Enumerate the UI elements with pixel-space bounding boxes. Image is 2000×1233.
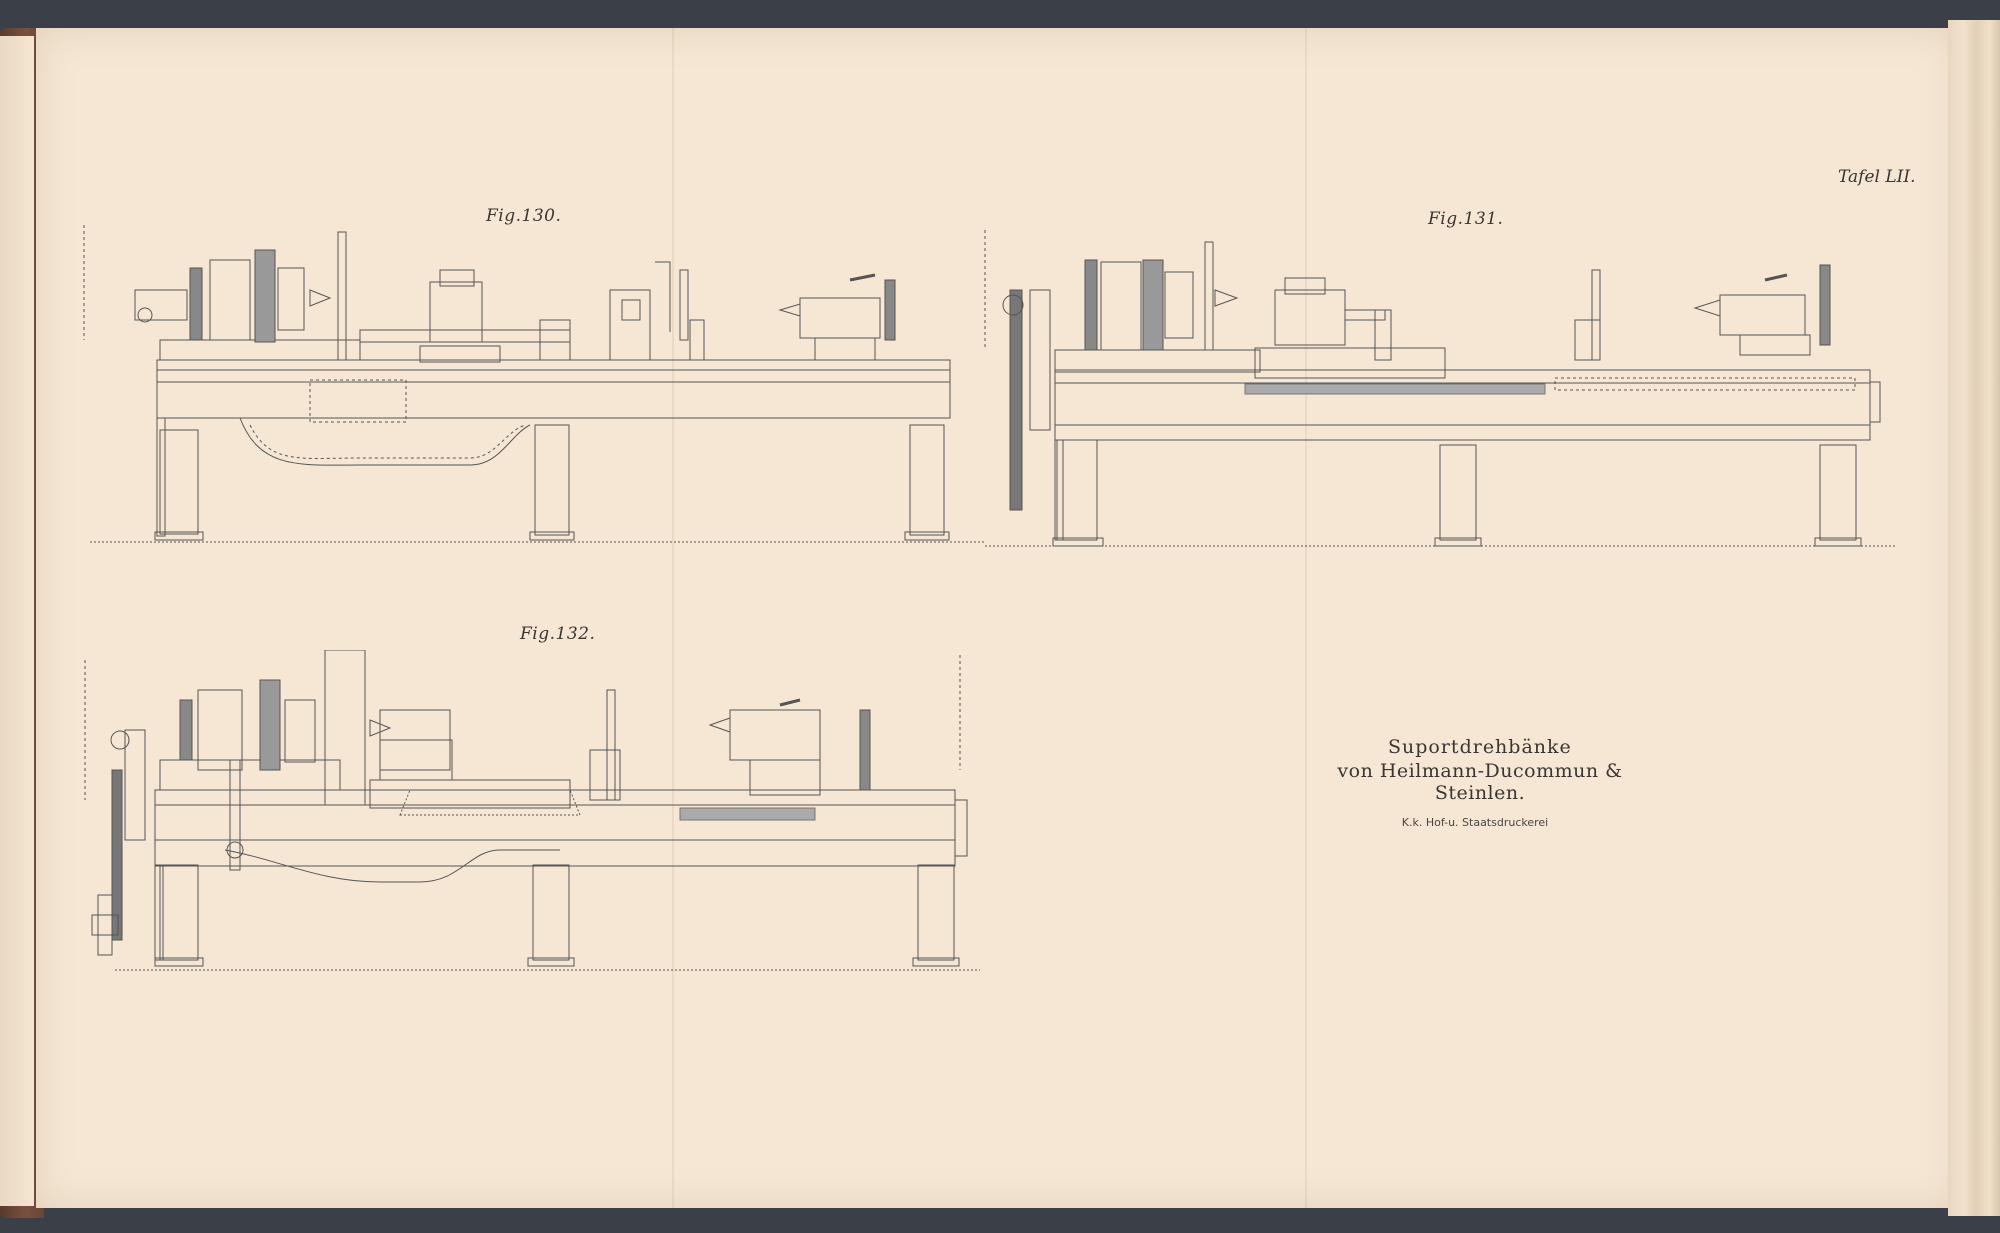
fig-132-lathe-drawing xyxy=(80,650,985,980)
fig-131-caption: Fig.131. xyxy=(1428,209,1504,229)
fig-130-lathe-drawing xyxy=(60,220,990,550)
fig-132-caption: Fig.132. xyxy=(520,624,596,644)
plate-page xyxy=(36,28,1960,1208)
page-fold xyxy=(672,28,674,1208)
page-fold xyxy=(1305,28,1307,1208)
fig-130-caption: Fig.130. xyxy=(486,206,562,226)
plate-number: Tafel LII. xyxy=(1838,167,1916,187)
plate-title: Suportdrehbänke xyxy=(1388,736,1572,758)
printer-credit: K.k. Hof-u. Staatsdruckerei xyxy=(1401,816,1549,829)
right-page-stack xyxy=(1948,20,2000,1216)
plate-subtitle: von Heilmann-Ducommun & Steinlen. xyxy=(1337,760,1623,804)
fig-131-lathe-drawing xyxy=(975,220,1900,550)
previous-page-edge xyxy=(0,36,34,1206)
